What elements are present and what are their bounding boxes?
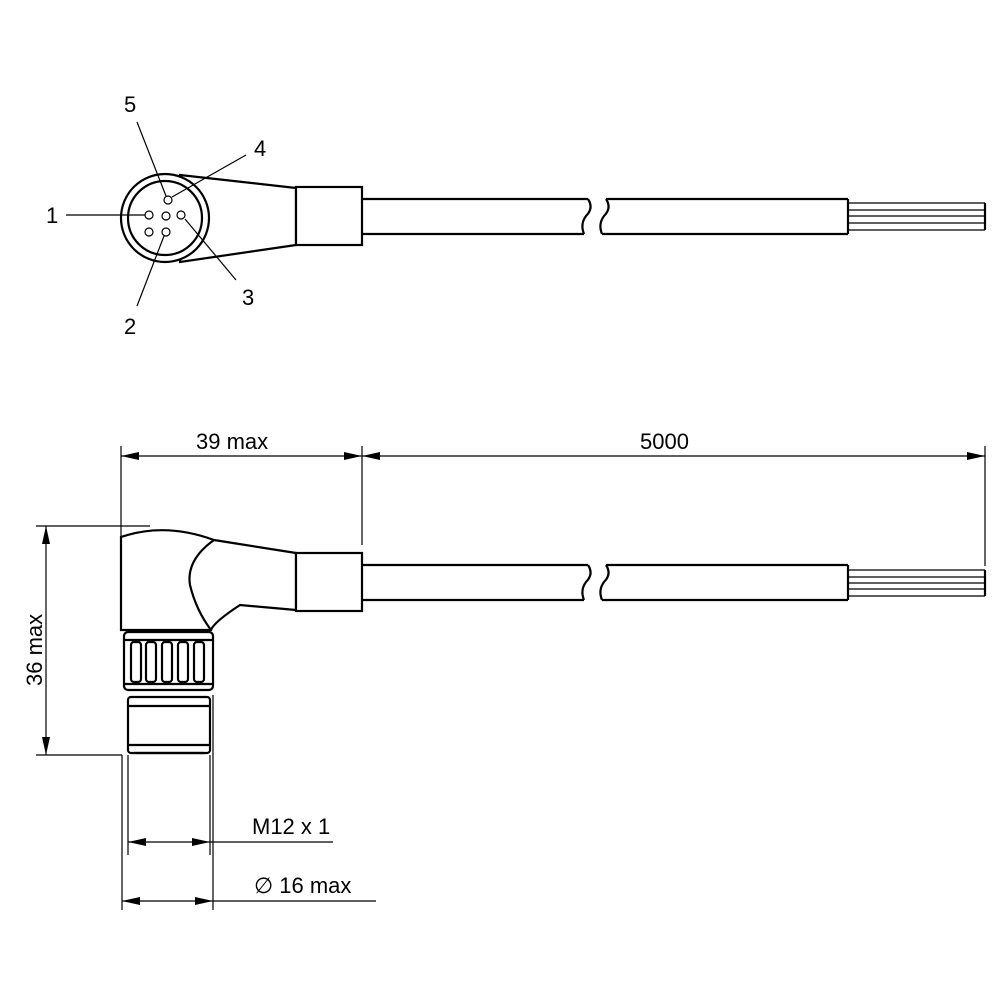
dim-36-label: 36 max <box>22 614 47 686</box>
side-housing-curve <box>188 539 215 631</box>
side-cable <box>362 563 850 602</box>
side-strain-relief <box>294 551 364 613</box>
dim-39-label: 39 max <box>196 429 268 454</box>
dim-5000-label: 5000 <box>640 429 689 454</box>
pins <box>144 195 186 237</box>
dim-5000-line <box>362 452 985 460</box>
dim-16-label: ∅ 16 max <box>254 873 351 898</box>
threaded-socket <box>126 695 212 755</box>
dim-m12-line <box>128 838 333 846</box>
pin-label-3: 3 <box>242 285 254 310</box>
connector-face-inner <box>126 179 204 257</box>
pin-leaders <box>66 121 247 307</box>
front-strain-relief <box>294 185 364 247</box>
dim-36-line <box>42 526 50 755</box>
pin-label-2: 2 <box>124 314 136 339</box>
side-view <box>119 529 987 755</box>
front-cable <box>362 197 850 236</box>
pin-label-5: 5 <box>124 92 136 117</box>
dim-39-line <box>121 452 362 460</box>
pin-label-1: 1 <box>46 203 58 228</box>
front-view: 1 2 3 4 5 <box>46 92 987 339</box>
coupling-nut <box>122 630 215 692</box>
pin-label-4: 4 <box>254 136 266 161</box>
connector-face-outer <box>119 172 211 264</box>
dimensions: 39 max 5000 36 max M12 x 1 ∅ 16 max <box>22 429 986 910</box>
dim-m12-label: M12 x 1 <box>252 814 330 839</box>
side-wire-ends <box>848 569 987 597</box>
dim-16-line <box>122 897 376 905</box>
front-wire-ends <box>848 202 987 231</box>
